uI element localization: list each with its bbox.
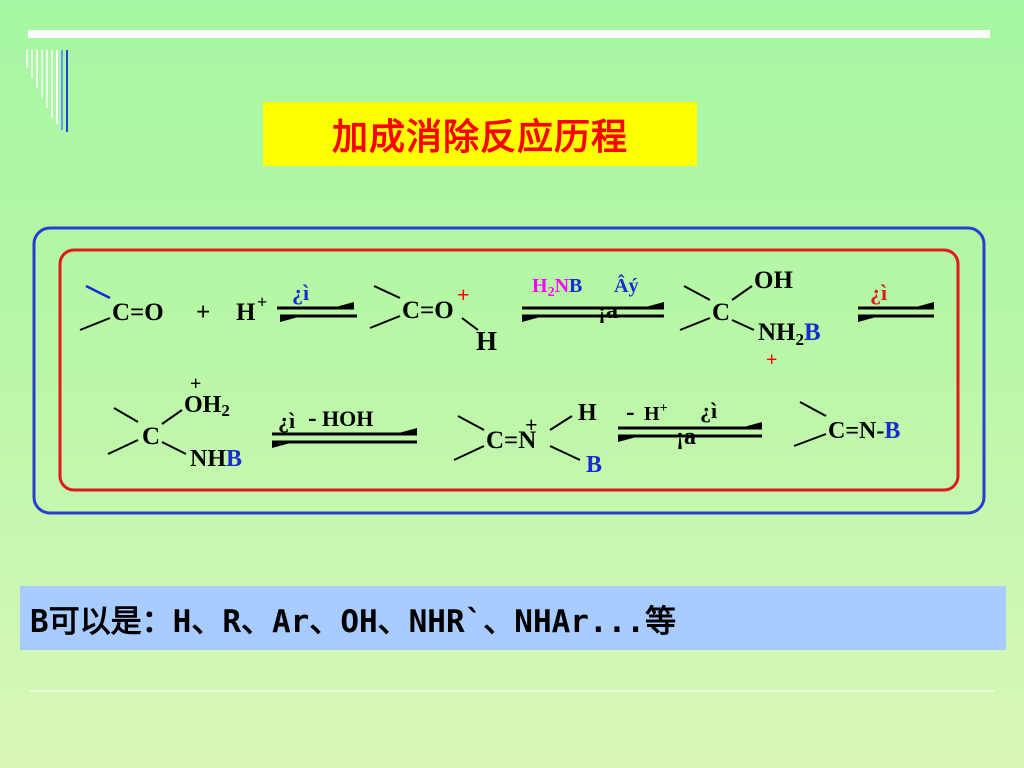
bond-line bbox=[79, 317, 111, 331]
fast-label-4: ¿ì bbox=[278, 408, 295, 433]
bond-line bbox=[549, 445, 581, 461]
amine-h: H bbox=[532, 275, 548, 297]
deprot-h: H bbox=[644, 403, 660, 425]
arrowhead bbox=[618, 436, 640, 442]
minus-sign: - bbox=[308, 403, 317, 432]
arrowhead bbox=[858, 316, 880, 322]
fast-label-1: ¿ì bbox=[292, 280, 309, 305]
bond-line bbox=[679, 317, 711, 331]
protonated-charge: + bbox=[457, 282, 470, 307]
fast-label-5: ¿ì bbox=[700, 398, 717, 423]
bond-line bbox=[683, 285, 711, 301]
arrowhead bbox=[280, 316, 302, 322]
inner-frame bbox=[58, 248, 960, 492]
outer-frame bbox=[32, 226, 986, 515]
bond-line bbox=[373, 285, 401, 299]
iminium-b: B bbox=[586, 452, 602, 478]
bond-line bbox=[457, 415, 485, 431]
oxonium-amine-label: NHB bbox=[190, 446, 242, 472]
amine-n: N bbox=[555, 275, 570, 297]
oxonium-subscript: 2 bbox=[221, 401, 230, 420]
bond-line bbox=[85, 284, 111, 300]
bond-line bbox=[369, 315, 401, 329]
plus-sign: + bbox=[196, 299, 210, 326]
arrowhead bbox=[912, 302, 934, 308]
reaction-mechanism-diagram: C=O + H + ¿ì C=O + H H2NB Âý ¡a C OH NH2… bbox=[32, 226, 986, 515]
decorative-stripes bbox=[26, 50, 68, 132]
intermediate-c: C bbox=[712, 299, 730, 326]
bond-line bbox=[799, 401, 827, 417]
bottom-note-text: B可以是：H、R、Ar、OH、NHR`、NHAr...等 bbox=[30, 603, 676, 640]
proton-label: H bbox=[236, 299, 256, 326]
bond-line bbox=[461, 317, 479, 331]
bond-line bbox=[107, 439, 139, 455]
top-rule bbox=[28, 30, 990, 38]
oxonium-label: OH2 bbox=[184, 392, 230, 420]
bond-line bbox=[549, 415, 573, 431]
arrowhead bbox=[522, 316, 544, 322]
bond-line bbox=[793, 433, 827, 447]
deprotonation-label: H+ bbox=[644, 401, 668, 425]
intermediate-subscript: 2 bbox=[796, 330, 805, 349]
product-b: B bbox=[884, 418, 900, 444]
bond-line bbox=[731, 285, 753, 301]
amine-b: B bbox=[569, 275, 582, 297]
deprot-below-label: ¡a bbox=[676, 424, 696, 450]
oxonium-oh: OH bbox=[184, 392, 222, 418]
oxonium-nh: NH bbox=[190, 446, 226, 472]
title-box: 加成消除反应历程 bbox=[263, 102, 697, 166]
intermediate-b: B bbox=[804, 319, 821, 346]
oxonium-c: C bbox=[142, 423, 160, 450]
bottom-note-box: B可以是：H、R、Ar、OH、NHR`、NHAr...等 bbox=[20, 586, 1006, 650]
protonated-carbonyl-label: C=O bbox=[402, 297, 454, 324]
product-label: C=N-B bbox=[828, 418, 900, 444]
intermediate-amine-label: NH2B bbox=[758, 319, 821, 349]
oxonium-b: B bbox=[226, 446, 242, 472]
arrowhead bbox=[740, 422, 762, 428]
deprot-charge: + bbox=[660, 401, 668, 416]
intermediate-nh: NH bbox=[758, 319, 796, 346]
iminium-h: H bbox=[578, 400, 597, 426]
protonated-h-label: H bbox=[476, 326, 497, 356]
proton-charge: + bbox=[257, 292, 267, 312]
bond-line bbox=[731, 319, 755, 331]
bottom-rule bbox=[30, 690, 994, 692]
amine-subscript: 2 bbox=[548, 285, 555, 300]
amine-reagent-label: H2NB bbox=[532, 275, 582, 300]
page-title: 加成消除反应历程 bbox=[331, 117, 628, 158]
oxonium-charge: + bbox=[190, 373, 201, 395]
fast-label-3: ¿ì bbox=[870, 280, 887, 305]
bond-line bbox=[161, 441, 187, 455]
minus-sign: - bbox=[626, 397, 635, 426]
product-cn: C=N- bbox=[828, 418, 884, 444]
step2-below-label: ¡a bbox=[598, 298, 618, 324]
bond-line bbox=[161, 409, 183, 425]
carbonyl-label: C=O bbox=[112, 299, 164, 326]
intermediate-oh: OH bbox=[754, 267, 793, 294]
intermediate-charge: + bbox=[766, 349, 777, 371]
slow-label: Âý bbox=[614, 273, 638, 297]
arrowhead bbox=[272, 442, 294, 448]
iminium-label: C=N bbox=[486, 427, 536, 454]
iminium-charge: + bbox=[525, 412, 538, 437]
bond-line bbox=[113, 407, 139, 423]
bond-line bbox=[453, 445, 485, 461]
arrowhead bbox=[642, 302, 664, 308]
arrowhead bbox=[395, 428, 417, 434]
arrowhead bbox=[332, 302, 354, 308]
hoh-label: HOH bbox=[322, 406, 373, 431]
